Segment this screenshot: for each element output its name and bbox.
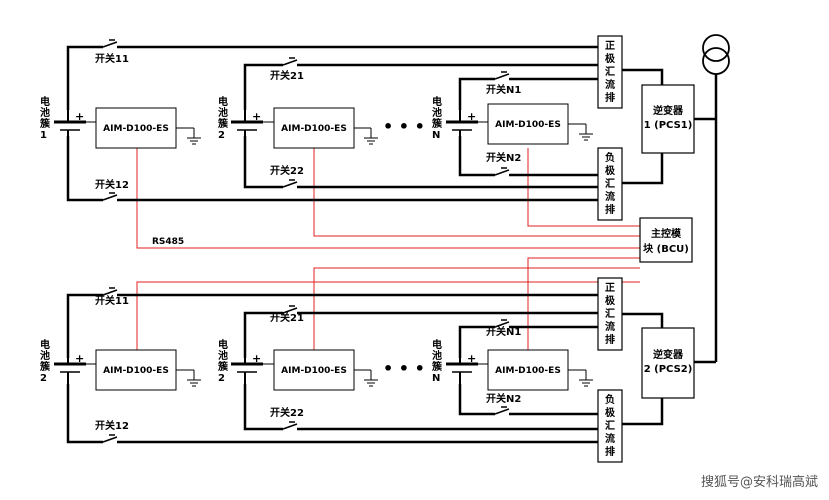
bms-module-box <box>273 349 355 391</box>
battery-stack-2: + AIM-D100-ES <box>231 107 378 149</box>
group-2: 开关11 开关12 开关21 开关22 开关N1 开关N2 + AIM-D100… <box>39 277 716 463</box>
ground-icon <box>568 123 593 141</box>
switch-icon <box>494 319 510 328</box>
bms-module-label: AIM-D100-ES <box>495 366 561 376</box>
comm-lines <box>136 148 640 350</box>
power-wires <box>66 293 664 444</box>
positive-busbar-label: 正极汇流排 <box>605 282 616 346</box>
negative-busbar-label: 负极汇流排 <box>605 151 616 216</box>
battery-stack-n: + AIM-D100-ES <box>446 349 593 391</box>
switch-icon <box>282 179 298 188</box>
positive-busbar-label: 正极汇流排 <box>605 40 616 104</box>
ground-icon <box>176 369 201 387</box>
comm-line-g2-s1 <box>136 281 640 350</box>
battery-stack-1: + AIM-D100-ES <box>54 349 201 391</box>
negative-busbar-label: 负极汇流排 <box>605 393 616 458</box>
negative-busbar <box>597 389 623 463</box>
bcu-box <box>639 217 693 263</box>
switch-label: 开关12 <box>95 419 129 432</box>
battery-plus-icon: + <box>252 352 261 365</box>
bms-module-label: AIM-D100-ES <box>103 366 169 376</box>
switch-icons <box>102 39 510 201</box>
battery-stack-n: + AIM-D100-ES <box>446 103 593 145</box>
bms-module-label: AIM-D100-ES <box>281 124 347 134</box>
ground-icon <box>176 127 201 145</box>
comm-line-g2-s2 <box>313 267 640 350</box>
comm-line-g1-s1 <box>136 148 640 249</box>
battery-plus-icon: + <box>467 352 476 365</box>
switch-label: 开关N1 <box>486 325 521 338</box>
comm-line-g2-sN <box>527 257 640 350</box>
switch-icon <box>102 434 118 443</box>
bms-module-label: AIM-D100-ES <box>103 124 169 134</box>
switch-label: 开关N2 <box>486 151 521 164</box>
rs485-label: RS485 <box>152 237 184 247</box>
battery-stack-1: + AIM-D100-ES <box>54 107 201 149</box>
switch-icon <box>494 406 510 415</box>
comm-line-g1-s2 <box>313 148 640 237</box>
ellipsis: • • • <box>383 117 425 136</box>
positive-busbar <box>597 277 623 351</box>
battery-plus-icon: + <box>252 110 261 123</box>
bcu-label: 主控模块 (BCU) <box>643 227 689 255</box>
switch-label: 开关21 <box>270 69 304 82</box>
pcs-inverter-box <box>641 84 695 154</box>
ground-icon <box>354 369 378 387</box>
switch-label: 开关N1 <box>486 83 521 96</box>
group-1: 开关11 开关12 开关21 开关22 开关N1 开关N2 + AIM-D100… <box>39 35 716 221</box>
battery-plus-icon: + <box>467 110 476 123</box>
bms-module-label: AIM-D100-ES <box>495 120 561 130</box>
switch-label: 开关11 <box>95 52 129 65</box>
pcs-inverter-box <box>641 327 695 399</box>
battery-plus-icon: + <box>75 352 84 365</box>
switch-label: 开关12 <box>95 178 129 191</box>
battery-plus-icon: + <box>75 110 84 123</box>
switch-icons <box>102 287 510 443</box>
switch-label: 开关N2 <box>486 392 521 405</box>
switch-icon <box>102 287 118 296</box>
switch-label: 开关21 <box>270 311 304 324</box>
switch-icon <box>282 421 298 430</box>
switch-icon <box>282 57 298 66</box>
positive-busbar <box>597 35 623 109</box>
switch-icon <box>102 192 118 201</box>
power-wires <box>66 45 664 202</box>
bms-module-label: AIM-D100-ES <box>281 366 347 376</box>
switch-label: 开关22 <box>270 164 304 177</box>
ground-icon <box>568 369 593 387</box>
switch-icon <box>282 305 298 314</box>
switch-label: 开关22 <box>270 406 304 419</box>
bms-module-box <box>95 349 177 391</box>
battery-stack-2: + AIM-D100-ES <box>231 349 378 391</box>
switch-icon <box>494 167 510 176</box>
negative-busbar <box>597 147 623 221</box>
switch-label: 开关11 <box>95 294 129 307</box>
bms-module-box <box>487 349 569 391</box>
ground-icon <box>354 127 378 145</box>
switch-icon <box>102 39 118 48</box>
transformer-icon <box>702 34 730 75</box>
bms-module-box <box>95 107 177 149</box>
switch-icon <box>494 71 510 80</box>
ellipsis: • • • <box>383 359 425 378</box>
watermark: 搜狐号@安科瑞高斌 <box>701 474 818 490</box>
bms-module-box <box>273 107 355 149</box>
